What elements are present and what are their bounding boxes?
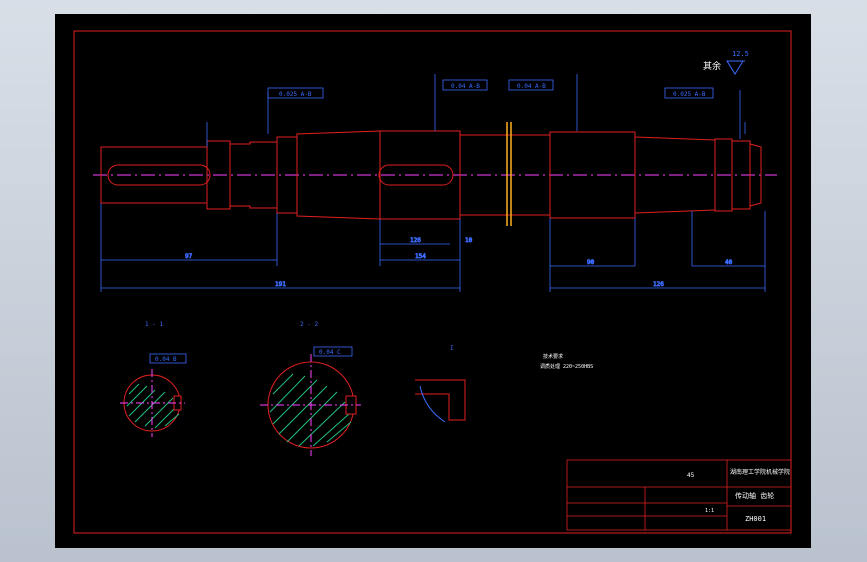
keyway-mid — [378, 164, 454, 186]
dim-126: 126 — [410, 237, 421, 244]
notes-line1: 调质处理 220~250HBS — [540, 363, 593, 370]
roughness-other-label: 其余 — [703, 60, 721, 72]
tol-mid1: 0.04 A-B — [451, 83, 480, 90]
title-scale: 1:1 — [705, 508, 714, 514]
title-school: 湖南理工学院机械学院 — [730, 468, 790, 476]
dim-10: 10 — [465, 237, 473, 244]
extension-lines — [100, 74, 766, 292]
sym-frame-2 — [313, 346, 353, 357]
title-part-name: 传动轴 齿轮 — [735, 491, 774, 500]
notes-title: 技术要求 — [543, 353, 563, 360]
dim-left-len: 97 — [185, 253, 193, 260]
roughness-value: 12.5 — [732, 50, 749, 58]
title-drawing-no: ZH001 — [745, 515, 766, 523]
dim-40: 40 — [725, 259, 733, 266]
sym-tol-2: 0.04 C — [319, 349, 341, 356]
sym-frame-1 — [149, 353, 187, 364]
section-2-label: 2 - 2 — [300, 321, 318, 328]
tol-mid2: 0.04 A-B — [517, 83, 546, 90]
dim-90: 90 — [587, 259, 595, 266]
break-lines — [506, 122, 512, 226]
tol-frame-left — [267, 87, 324, 99]
section-1-label: 1 - 1 — [145, 321, 163, 328]
dim-right-len: 126 — [653, 281, 664, 288]
tol-frame-right — [664, 87, 714, 99]
tol-frame-mid2 — [508, 79, 554, 91]
dim-154: 154 — [415, 253, 426, 260]
tol-frame-mid1 — [442, 79, 488, 91]
tol-right: 0.025 A-B — [673, 91, 706, 98]
drawing-canvas: 其余 12.5 — [73, 30, 792, 534]
tol-left: 0.025 A-B — [279, 91, 312, 98]
title-block — [566, 459, 792, 531]
outer-frame — [73, 30, 792, 534]
drawing-sheet: 其余 12.5 — [55, 14, 811, 548]
title-material: 45 — [687, 472, 695, 479]
roughness-symbol — [726, 60, 745, 75]
keyway-left — [107, 164, 211, 186]
detail-view — [415, 379, 466, 423]
sym-tol-1: 0.04 B — [155, 356, 177, 363]
detail-label: I — [450, 345, 454, 352]
shaft — [100, 130, 762, 220]
dim-total-len: 191 — [275, 281, 286, 288]
